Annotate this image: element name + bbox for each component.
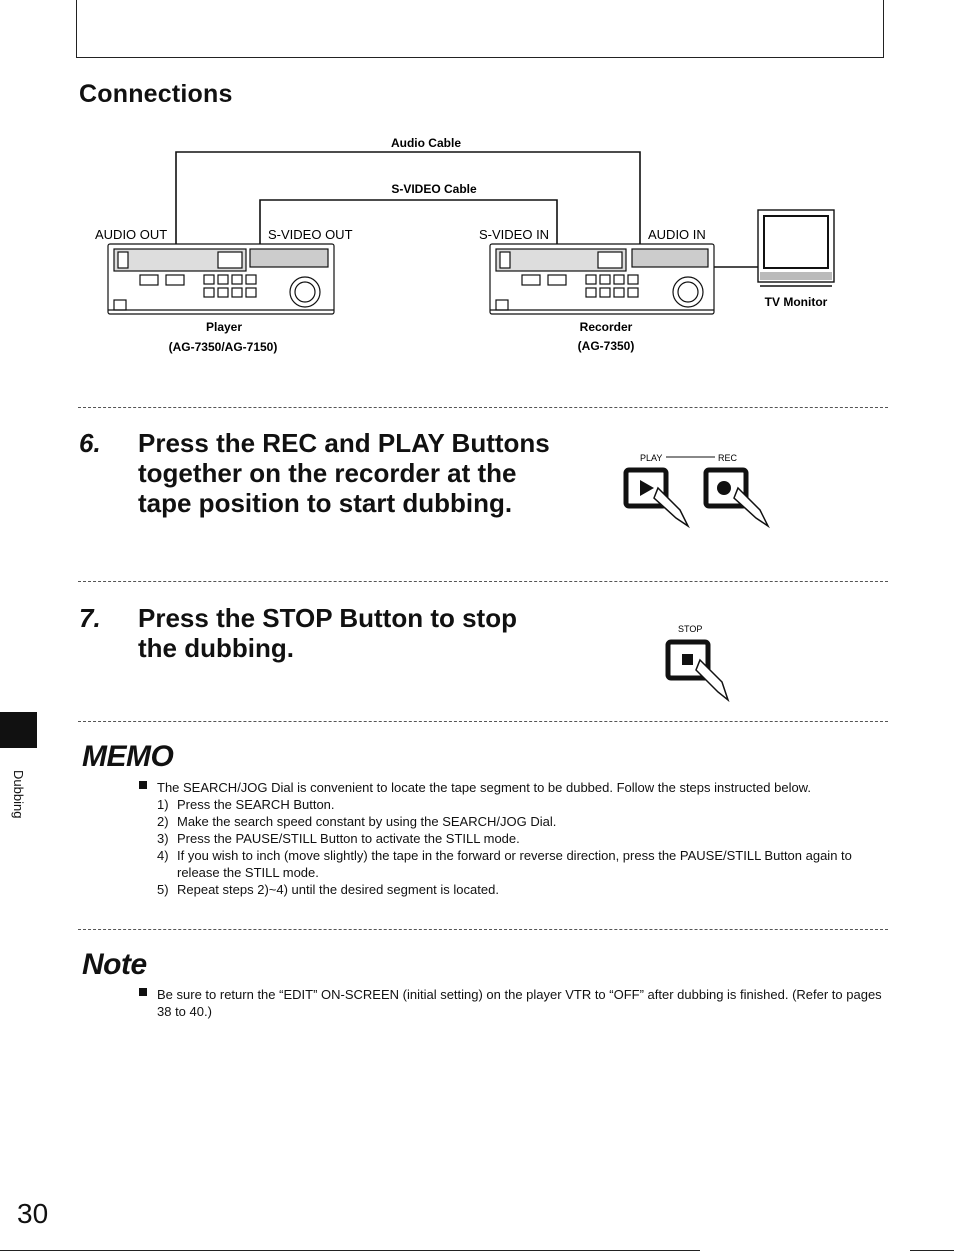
divider: [78, 407, 888, 408]
audio-out-label: AUDIO OUT: [95, 227, 167, 242]
stop-label: STOP: [678, 624, 702, 634]
stop-button-illustration: STOP: [665, 624, 730, 703]
step7-number: 7.: [79, 603, 101, 633]
svideo-cable-label: S-VIDEO Cable: [391, 182, 477, 196]
rec-label: REC: [718, 453, 738, 463]
memo-title: MEMO: [82, 740, 174, 773]
bullet-icon: [139, 781, 147, 789]
step6-line1: Press the REC and PLAY Buttons: [138, 428, 550, 458]
player-vtr-icon: [107, 243, 335, 315]
play-label: PLAY: [640, 453, 662, 463]
audio-cable-label: Audio Cable: [391, 136, 461, 150]
step7-line1: Press the STOP Button to stop: [138, 603, 517, 633]
bullet-icon: [139, 988, 147, 996]
step6-line3: tape position to start dubbing.: [138, 488, 513, 518]
memo-body: The SEARCH/JOG Dial is convenient to loc…: [139, 779, 887, 898]
divider: [78, 581, 888, 582]
divider: [78, 721, 888, 722]
tv-monitor-icon: [757, 209, 835, 287]
section-tab-marker: [0, 712, 37, 748]
memo-intro: The SEARCH/JOG Dial is convenient to loc…: [157, 780, 811, 795]
step6-number: 6.: [79, 428, 101, 458]
step6-text: Press the REC and PLAY Buttons together …: [138, 428, 550, 518]
player-label: Player: [206, 320, 242, 334]
svideo-out-label: S-VIDEO OUT: [268, 227, 353, 242]
divider: [78, 929, 888, 930]
step7-text: Press the STOP Button to stop the dubbin…: [138, 603, 517, 663]
header-box: [76, 0, 884, 58]
step6-line2: together on the recorder at the: [138, 458, 517, 488]
note-body: Be sure to return the “EDIT” ON-SCREEN (…: [139, 986, 892, 1020]
connections-title: Connections: [79, 80, 233, 108]
audio-in-label: AUDIO IN: [648, 227, 706, 242]
play-rec-buttons-illustration: PLAY REC: [623, 453, 770, 529]
list-item: 5)Repeat steps 2)~4) until the desired s…: [157, 882, 499, 897]
note-text: Be sure to return the “EDIT” ON-SCREEN (…: [157, 987, 882, 1019]
connection-diagram: Audio Cable S-VIDEO Cable AUDIO OUT S-VI…: [95, 136, 835, 354]
recorder-label: Recorder: [580, 320, 633, 334]
recorder-vtr-icon: [489, 243, 715, 315]
audio-cable-line: [175, 151, 641, 245]
footer-rule: [0, 1250, 700, 1251]
list-item: 2)Make the search speed constant by usin…: [157, 814, 557, 829]
play-button-icon: [623, 467, 690, 529]
list-item: 3)Press the PAUSE/STILL Button to activa…: [157, 831, 520, 846]
page-number: 30: [17, 1198, 49, 1229]
list-item: 1)Press the SEARCH Button.: [157, 797, 335, 812]
player-model: (AG-7350/AG-7150): [169, 340, 278, 354]
recorder-model: (AG-7350): [578, 339, 635, 353]
list-item: 4)If you wish to inch (move slightly) th…: [157, 848, 852, 880]
svideo-cable-line: [259, 199, 558, 245]
note-title: Note: [82, 948, 147, 981]
stop-button-icon: [665, 639, 730, 703]
step7-line2: the dubbing.: [138, 633, 294, 663]
svideo-in-label: S-VIDEO IN: [479, 227, 549, 242]
rec-button-icon: [703, 467, 770, 529]
memo-steps: 1)Press the SEARCH Button. 2)Make the se…: [157, 796, 887, 898]
section-tab-label: Dubbing: [11, 770, 26, 819]
footer-rule: [910, 1250, 954, 1251]
tv-monitor-label: TV Monitor: [765, 295, 828, 309]
